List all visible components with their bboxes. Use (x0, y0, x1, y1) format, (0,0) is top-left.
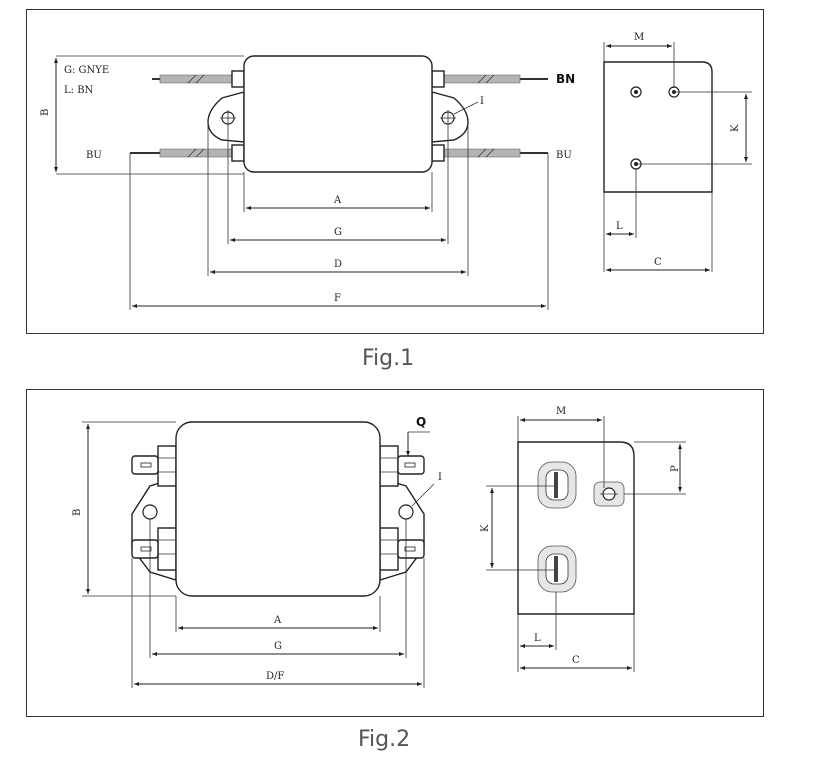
fig1-dim-a: A (333, 195, 342, 206)
fig2-dim-p: P (670, 465, 681, 472)
fig2-dim-c: C (572, 655, 580, 666)
fig2-dim-m: M (556, 406, 566, 417)
fig2-dim-df: D/F (266, 671, 284, 682)
fig1-wire-bn: BN (556, 72, 575, 86)
fig1-dim-c: C (654, 257, 662, 268)
fig1-wire-bu-right: BU (556, 150, 572, 161)
fig2-dim-q: Q (416, 415, 426, 429)
fig1-legend-g: G: GNYE (64, 65, 109, 76)
fig1-dimensions (54, 55, 549, 310)
fig2-dim-b: B (72, 509, 83, 516)
fig2-dim-g: G (274, 641, 282, 652)
fig1-labels: G: GNYE L: BN B BU BN BU I A G D F (40, 65, 575, 304)
fig1-dim-m: M (634, 32, 644, 43)
fig1-dim-g: G (334, 227, 342, 238)
fig2-labels: B Q I A G D/F (72, 415, 442, 682)
fig1-dim-f: F (334, 293, 341, 304)
fig2-caption: Fig.2 (358, 727, 410, 752)
fig1-front-view (130, 55, 548, 173)
fig1-side-view (603, 42, 752, 272)
fig2-dim-k: K (480, 524, 491, 532)
fig1-caption: Fig.1 (362, 346, 414, 371)
fig1-legend-l: L: BN (64, 85, 94, 96)
fig2-dim-l: L (534, 633, 541, 644)
fig1-dim-l: L (616, 221, 623, 232)
fig2-side-labels: M P K L C (480, 406, 681, 666)
fig1-dim-d: D (334, 259, 342, 270)
fig1-wire-bu-left: BU (86, 150, 102, 161)
fig1-dim-b: B (40, 109, 51, 116)
fig2-side-view (486, 416, 686, 672)
fig1-dim-k: K (730, 124, 741, 132)
fig2-dim-a: A (273, 615, 282, 626)
fig1-dim-i: I (480, 96, 484, 107)
fig2-front-view (131, 421, 425, 597)
fig2-dim-i: I (438, 472, 442, 483)
fig1-side-labels: M K L C (616, 32, 741, 268)
fig2-dimensions (82, 421, 435, 688)
